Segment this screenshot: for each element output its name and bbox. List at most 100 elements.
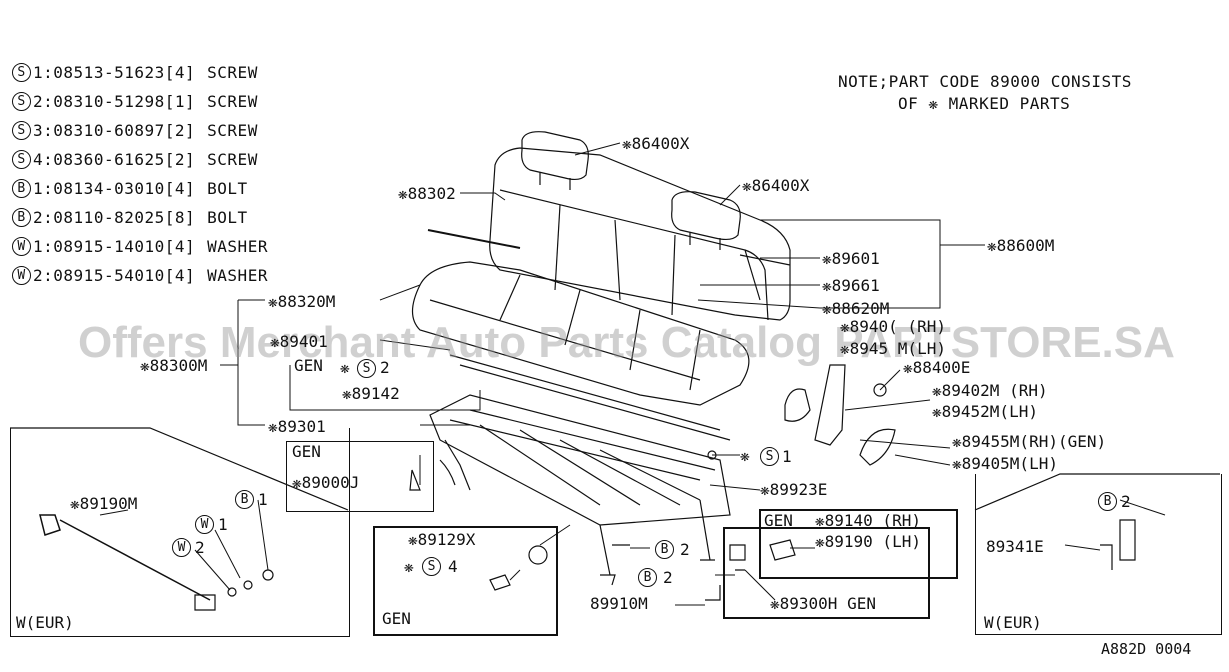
legend-colon: :: [43, 237, 54, 256]
screw-symbol-icon: S: [357, 359, 376, 378]
label-89301: ❋89301: [268, 417, 326, 436]
legend-part-name: BOLT: [207, 179, 248, 198]
bolt-symbol-icon: B: [12, 179, 31, 198]
eur-right-box: [975, 474, 1222, 635]
label-gen-4: GEN: [764, 511, 793, 530]
label-89661: ❋89661: [822, 276, 880, 295]
legend-quantity: [4]: [164, 63, 196, 82]
legend-quantity: [4]: [164, 266, 196, 285]
legend-quantity: [4]: [164, 179, 196, 198]
legend-part-name: WASHER: [207, 237, 268, 256]
legend-num: 1: [33, 179, 44, 198]
legend-colon: :: [43, 92, 54, 111]
legend-quantity: [1]: [164, 92, 196, 111]
label-b2-b: 2: [663, 568, 673, 587]
legend-part-name: SCREW: [207, 63, 258, 82]
legend-colon: :: [43, 150, 54, 169]
legend-num: 3: [33, 121, 44, 140]
screw-symbol-icon: S: [760, 447, 779, 466]
label-s1-star: ❋: [740, 446, 750, 465]
label-89455m: ❋89455M(RH)(GEN): [952, 432, 1107, 451]
label-89452m: ❋89452M(LH): [932, 402, 1038, 421]
label-88600m: ❋88600M: [987, 236, 1055, 255]
recliner-mechanism: [784, 364, 896, 466]
washer-symbol-icon: W: [12, 266, 31, 285]
screw-symbol-icon: S: [12, 121, 31, 140]
legend-colon: :: [43, 208, 54, 227]
legend-part-name: SCREW: [207, 150, 258, 169]
bolt-symbol-icon: B: [638, 568, 657, 587]
label-89401: ❋89401: [270, 332, 328, 351]
legend-num: 1: [33, 237, 44, 256]
legend-quantity: [4]: [164, 237, 196, 256]
legend-part-number: 08513-51623: [53, 63, 165, 82]
screw-symbol-icon: S: [12, 63, 31, 82]
label-89140: ❋89140 (RH): [815, 511, 921, 530]
label-89406-rh: ❋8940( (RH): [840, 317, 946, 336]
label-b1: 1: [258, 490, 268, 509]
bolt-symbol-icon: B: [235, 490, 254, 509]
label-89000j: ❋89000J: [292, 473, 360, 492]
label-89129x: ❋89129X: [408, 530, 476, 549]
label-89341e: 89341E: [986, 537, 1044, 556]
note-line-1: NOTE;PART CODE 89000 CONSISTS: [838, 72, 1132, 91]
eur-left-box: [10, 428, 350, 637]
legend-quantity: [2]: [164, 150, 196, 169]
label-88620m: ❋88620M: [822, 299, 890, 318]
legend-part-number: 08915-54010: [53, 266, 165, 285]
label-b2-c: 2: [1121, 492, 1131, 511]
legend-part-name: SCREW: [207, 92, 258, 111]
legend-colon: :: [43, 266, 54, 285]
headrest-left: [521, 131, 589, 190]
screw-symbol-icon: S: [12, 92, 31, 111]
label-s1-num: 1: [782, 447, 792, 466]
legend-colon: :: [43, 63, 54, 82]
label-86400x-a: ❋86400X: [622, 134, 690, 153]
legend-num: 2: [33, 92, 44, 111]
label-s4-num: 4: [448, 557, 458, 576]
legend-part-number: 08360-61625: [53, 150, 165, 169]
leader-lines: [99, 142, 1166, 606]
legend-quantity: [8]: [164, 208, 196, 227]
legend-num: 2: [33, 266, 44, 285]
seat-cushion: [411, 261, 750, 406]
legend-colon: :: [43, 121, 54, 140]
gen-89300h-box: [723, 527, 930, 619]
label-89923e: ❋89923E: [760, 480, 828, 499]
label-weur-left: W(EUR): [16, 613, 74, 632]
label-s2-star: ❋: [340, 358, 350, 377]
label-gen-2: GEN: [292, 442, 321, 461]
legend-part-number: 08110-82025: [53, 208, 165, 227]
label-88302: ❋88302: [398, 184, 456, 203]
bolt-symbol-icon: B: [12, 208, 31, 227]
label-89405m: ❋89405M(LH): [952, 454, 1058, 473]
label-89910m: 89910M: [590, 594, 648, 613]
screw-symbol-icon: S: [422, 557, 441, 576]
label-88320m: ❋88320M: [268, 292, 336, 311]
eur-left-box-top: [10, 427, 349, 511]
washer-symbol-icon: W: [195, 515, 214, 534]
label-s2-num: 2: [380, 358, 390, 377]
label-88300m: ❋88300M: [140, 356, 208, 375]
gen-89140-box: [759, 509, 958, 579]
label-89190m: ❋89190M: [70, 494, 138, 513]
label-w2: 2: [195, 538, 205, 557]
legend-part-name: WASHER: [207, 266, 268, 285]
screw-symbol-icon: S: [12, 150, 31, 169]
label-gen-3: GEN: [382, 609, 411, 628]
label-88400e: ❋88400E: [903, 358, 971, 377]
label-weur-right: W(EUR): [984, 613, 1042, 632]
watermark: Offers Merchant Auto Parts Catalog PARTS…: [78, 318, 1175, 367]
washer-symbol-icon: W: [172, 538, 191, 557]
label-w1: 1: [218, 515, 228, 534]
eur-right-box-top: [974, 473, 1220, 511]
label-86400x-b: ❋86400X: [742, 176, 810, 195]
legend-colon: :: [43, 179, 54, 198]
